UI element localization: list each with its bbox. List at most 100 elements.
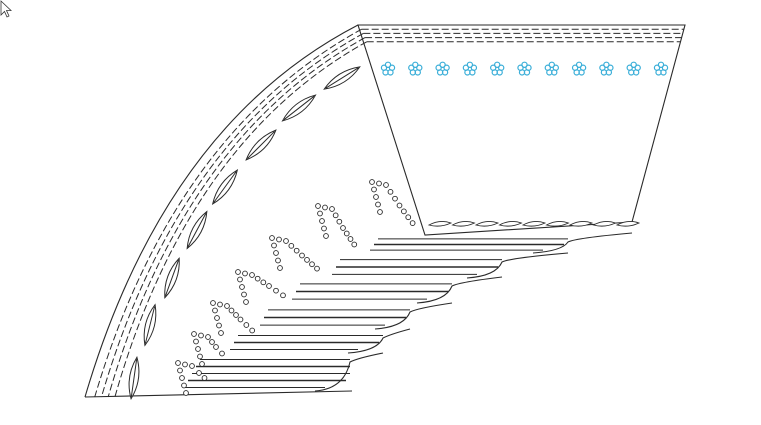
fabric-dot	[269, 235, 275, 241]
fabric-dot	[336, 218, 343, 225]
small-leaf-mark	[545, 220, 570, 227]
fabric-dot	[283, 238, 289, 244]
outer-arc	[84, 24, 359, 398]
fabric-dot	[377, 209, 383, 215]
flower-petal	[384, 61, 392, 69]
tooth-profile	[314, 352, 384, 392]
leaf-mark	[323, 66, 361, 90]
flower-petal	[494, 61, 501, 69]
tooth-profile	[466, 252, 569, 279]
fabric-dot	[276, 236, 282, 243]
flower-petal	[435, 64, 442, 71]
fabric-dot	[213, 344, 219, 350]
leaf-shape	[186, 210, 208, 250]
fabric-dot	[212, 307, 218, 314]
fabric-dot	[275, 257, 281, 264]
tension-cord-lines	[94, 28, 684, 398]
cord-line-arc	[107, 37, 366, 398]
fabric-dot	[233, 312, 239, 318]
cord-line-arc	[114, 41, 367, 398]
leaf-mark	[128, 355, 140, 401]
fabric-dot	[266, 283, 272, 289]
fabric-dot	[340, 225, 346, 231]
fabric-dot	[242, 270, 248, 277]
flower-petal	[626, 64, 633, 71]
small-leaf-mark	[592, 220, 617, 227]
flower-petal	[408, 64, 415, 71]
fabric-dot	[224, 303, 230, 309]
leaf-shape	[245, 129, 277, 161]
flower-petal	[653, 64, 661, 71]
fabric-dot	[273, 250, 279, 256]
leaf-mark	[164, 257, 180, 299]
fabric-dot	[216, 322, 222, 329]
fabric-dot	[371, 186, 377, 193]
fabric-dot	[332, 212, 339, 219]
fabric-dot	[401, 208, 407, 215]
fabric-dot	[249, 272, 255, 278]
fabric-dot	[239, 284, 245, 290]
fabric-dot	[217, 301, 223, 308]
fabric-dot	[405, 214, 412, 221]
tooth-profile	[374, 302, 453, 330]
tooth-profile	[416, 276, 503, 304]
flower-petal	[575, 61, 583, 69]
fabric-dot	[273, 287, 279, 294]
small-leaf-mark	[451, 220, 476, 227]
dotted-fabric-layer	[175, 179, 416, 396]
fabric-dot	[409, 220, 416, 226]
fabric-dot	[315, 203, 321, 209]
flower-petal	[521, 61, 528, 69]
fabric-dot	[182, 361, 188, 368]
flower-petal	[603, 61, 610, 69]
leaf-shape	[143, 303, 157, 347]
fabric-dot	[235, 269, 241, 275]
small-leaf-mark	[474, 220, 500, 227]
fabric-dot	[243, 322, 250, 328]
small-leaf-mark	[427, 220, 453, 227]
fabric-dot	[304, 257, 310, 263]
leaf-shape	[211, 168, 239, 206]
fabric-dot	[321, 225, 327, 232]
fabric-dot	[314, 265, 320, 272]
flower-petal	[462, 64, 470, 71]
fabric-dot	[392, 195, 398, 202]
leaf-shape	[323, 66, 361, 90]
fiber-cord-pattern	[380, 61, 669, 76]
fabric-dot	[254, 275, 261, 282]
fabric-dot	[293, 247, 300, 254]
fabric-dot	[383, 182, 389, 188]
fabric-dot	[280, 292, 286, 299]
fabric-dot	[373, 194, 379, 200]
flower-petal	[544, 64, 552, 71]
fabric-dot	[317, 210, 323, 217]
fabric-dot	[183, 390, 189, 396]
fabric-dot	[243, 299, 249, 305]
fabric-dot	[237, 316, 244, 323]
fabric-dot	[195, 346, 201, 352]
flower-petal	[657, 61, 665, 69]
fabric-dot	[228, 307, 235, 314]
fabric-dot	[181, 382, 187, 389]
flower-petal	[412, 61, 419, 69]
fabric-dot	[199, 361, 205, 367]
fabric-dot	[241, 291, 247, 298]
small-leaf-mark	[521, 220, 547, 227]
flower-petal	[599, 64, 606, 71]
fabric-dot	[396, 202, 403, 209]
fabric-dot	[369, 179, 375, 185]
small-leaf-mark	[568, 220, 594, 227]
bottom-edge	[84, 390, 353, 398]
fabric-dot	[387, 188, 394, 195]
leaf-mark	[281, 94, 317, 122]
fabric-dot	[179, 375, 185, 381]
fabric-dot	[197, 353, 203, 360]
flower-petal	[439, 61, 446, 69]
fabric-dot	[347, 236, 354, 242]
flower-petal	[490, 64, 497, 71]
belt-trapezoid-body	[357, 24, 686, 236]
flower-petal	[466, 61, 474, 69]
fabric-dot	[319, 218, 325, 224]
flower-petal	[380, 64, 388, 71]
